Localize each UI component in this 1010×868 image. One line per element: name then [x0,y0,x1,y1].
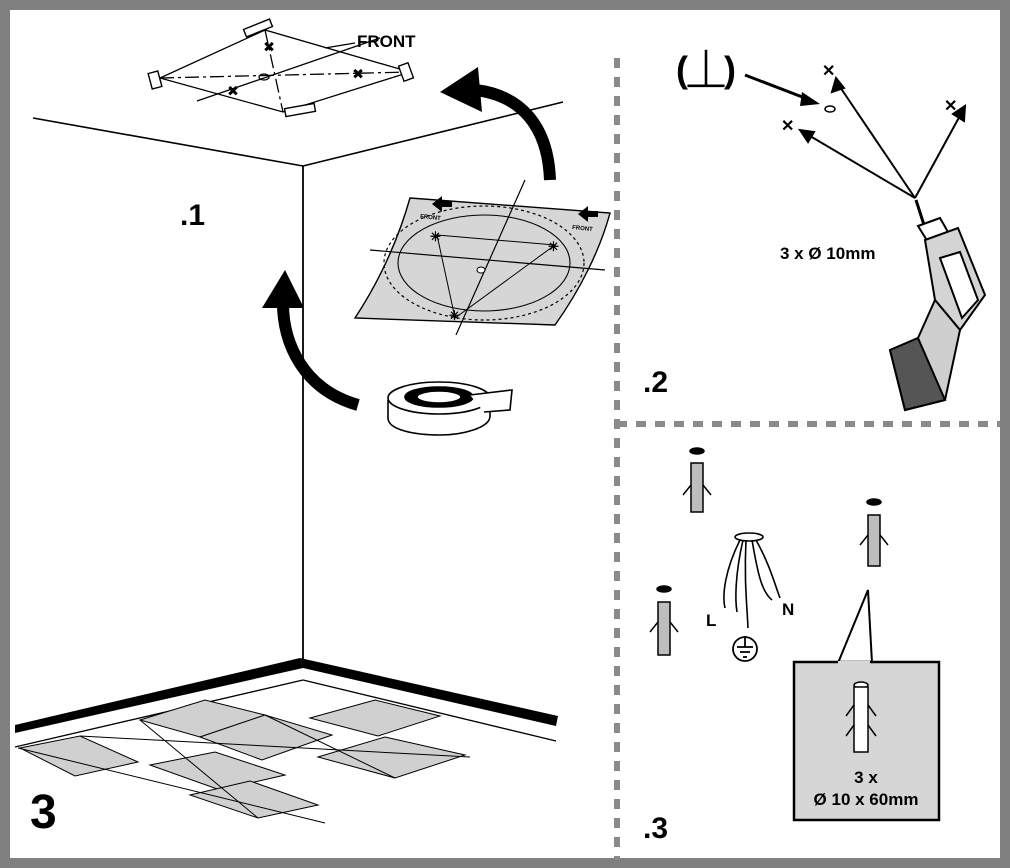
plug-spec: Ø 10 x 60mm [814,790,919,809]
wire-live-label: L [706,611,716,630]
step-number: 3 [30,786,57,839]
ceiling-tape-tabs [147,18,415,118]
drill-mark-right: ✕ [944,98,957,115]
ceiling-edge-left [32,117,304,167]
front-leader [324,42,356,49]
power-drill [888,199,987,412]
arrow-to-ceiling-head [440,67,482,112]
ceiling-mount-outline: ✕ ✕ ✕ [158,29,413,113]
drill-spec: 3 x Ø 10mm [780,244,875,263]
center-hole-mark [824,105,836,113]
panel-3-label: .3 [643,812,668,845]
template-front-right: FRONT [572,225,594,233]
drill-mark-left: ✕ [781,118,794,135]
panel-drilling: (⏊) ✕ ✕ ✕ 3 x Ø 10mm .2 [643,48,987,412]
symbol-arrow [744,73,811,102]
svg-text:✳: ✳ [449,308,460,323]
floor-grid [17,714,471,824]
arrow-to-template-head [262,270,304,308]
panel-2-label: .2 [643,366,668,399]
callout-plug-icon [845,681,877,753]
panel-ceiling: ✕ ✕ ✕ FRONT ✳ ✳ ✳ [14,18,611,824]
symbol-arrow-head [800,92,820,106]
panel-1-label: .1 [180,199,205,232]
svg-text:✕: ✕ [264,40,274,54]
template-front-left: FRONT [420,214,442,222]
paper-template: ✳ ✳ ✳ [353,179,611,336]
wall-plug-left [649,585,679,656]
svg-text:✳: ✳ [548,239,559,254]
arrow-to-ceiling [474,84,556,181]
arrow-to-template [276,299,360,411]
floor-line-left [14,679,304,748]
ground-symbol: (⏊) [676,48,736,90]
skirting-left [15,658,303,733]
skirting-right [300,658,558,726]
front-label: FRONT [357,32,416,51]
supply-wires [723,532,781,629]
tape-roll [387,381,513,436]
svg-text:✕: ✕ [228,84,238,98]
plug-qty: 3 x [854,768,878,787]
floor-line-right [302,679,557,742]
wire-neutral-label: N [782,600,794,619]
wall-plug-top [682,447,712,513]
earth-icon [732,636,758,662]
svg-text:✳: ✳ [430,229,441,244]
svg-text:✕: ✕ [353,67,363,81]
panel-plugs: L N 3 x Ø 10 x 60mm .3 [643,447,941,845]
floor-tiles [18,699,467,819]
wall-plug-right [859,498,889,567]
drill-mark-top: ✕ [822,63,835,80]
drill-direction-arrows [797,75,967,199]
